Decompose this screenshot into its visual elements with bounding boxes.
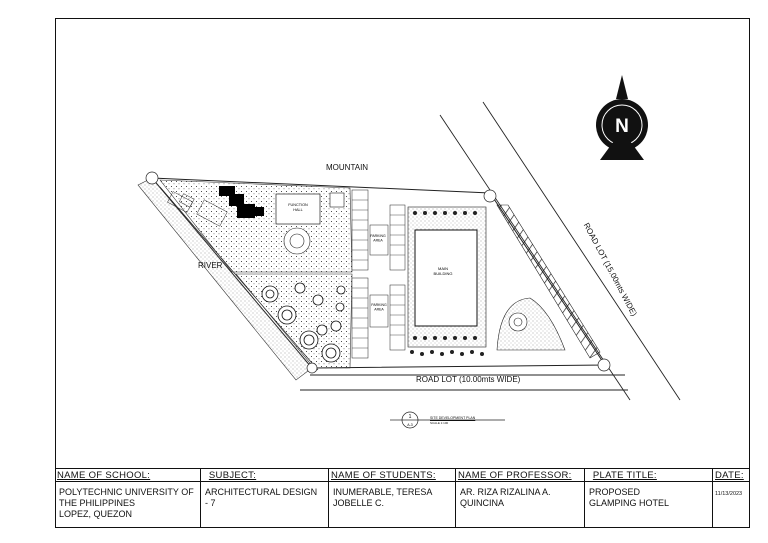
- date-heading: DATE:: [713, 469, 750, 482]
- professor-column: NAME OF PROFESSOR: AR. RIZA RIZALINA A. …: [456, 469, 585, 527]
- section-marker: 1: [409, 414, 412, 420]
- tree-circles: [261, 282, 346, 363]
- students-column: NAME OF STUDENTS: INUMERABLE, TERESA JOB…: [329, 469, 456, 527]
- school-line-2: THE PHILIPPINES: [59, 498, 136, 508]
- subject-column: SUBJECT: ARCHITECTURAL DESIGN - 7: [201, 469, 329, 527]
- plan-scale: SCALE 1:100: [430, 421, 449, 425]
- date-column: DATE: 11/13/2023: [713, 469, 750, 527]
- professor-line-1: AR. RIZA RIZALINA A.: [460, 487, 551, 497]
- students-heading: NAME OF STUDENTS:: [329, 469, 455, 482]
- road-lot-bottom-label: ROAD LOT (10.00mts WIDE): [416, 375, 521, 384]
- subject-line-2: - 7: [205, 498, 216, 508]
- side-parking: [496, 204, 601, 359]
- professor-text: AR. RIZA RIZALINA A. QUINCINA: [460, 487, 582, 509]
- professor-line-2: QUINCINA: [460, 498, 505, 508]
- subject-heading: SUBJECT:: [201, 469, 328, 482]
- section-symbol: [390, 411, 505, 429]
- date-value: 11/13/2023: [715, 491, 743, 497]
- plate-heading: PLATE TITLE:: [585, 469, 712, 482]
- mountain-label: MOUNTAIN: [326, 163, 369, 172]
- plate-line-2: GLAMPING HOTEL: [589, 498, 670, 508]
- school-heading: NAME OF SCHOOL:: [55, 469, 200, 482]
- cabins-cluster: [219, 186, 264, 218]
- corner-markers: [145, 171, 611, 374]
- date-text: 11/13/2023: [715, 489, 748, 500]
- section-sheet: A-3: [407, 423, 413, 427]
- north-letter: N: [615, 116, 629, 137]
- professor-heading: NAME OF PROFESSOR:: [456, 469, 584, 482]
- pavilion: [496, 297, 566, 351]
- north-arrow-icon: [596, 75, 648, 160]
- school-line-1: POLYTECHNIC UNIVERSITY OF: [59, 487, 194, 497]
- plate-text: PROPOSED GLAMPING HOTEL: [589, 487, 710, 509]
- plan-title: SITE DEVELOPMENT PLAN: [430, 416, 476, 420]
- school-line-3: LOPEZ, QUEZON: [59, 509, 133, 519]
- plate-column: PLATE TITLE: PROPOSED GLAMPING HOTEL: [585, 469, 713, 527]
- students-text: INUMERABLE, TERESA JOBELLE C.: [333, 487, 453, 509]
- subject-line-1: ARCHITECTURAL DESIGN: [205, 487, 318, 497]
- school-text: POLYTECHNIC UNIVERSITY OF THE PHILIPPINE…: [59, 487, 198, 520]
- river-label: RIVER: [198, 261, 223, 270]
- plate-line-1: PROPOSED: [589, 487, 641, 497]
- tree-rows: [410, 211, 484, 356]
- plaza: [283, 227, 311, 255]
- students-line-1: INUMERABLE, TERESA: [333, 487, 433, 497]
- students-line-2: JOBELLE C.: [333, 498, 385, 508]
- title-block: NAME OF SCHOOL: POLYTECHNIC UNIVERSITY O…: [55, 468, 750, 528]
- subject-text: ARCHITECTURAL DESIGN - 7: [205, 487, 326, 509]
- main-building: [414, 229, 478, 327]
- school-column: NAME OF SCHOOL: POLYTECHNIC UNIVERSITY O…: [55, 469, 201, 527]
- function-hall: [275, 193, 321, 225]
